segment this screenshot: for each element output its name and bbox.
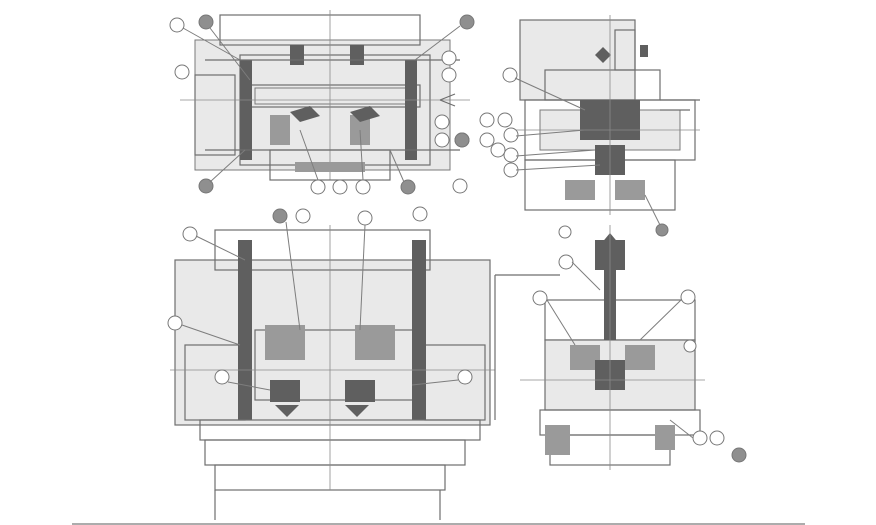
top-left-view: [169, 10, 475, 195]
bottom-left-view: [167, 206, 495, 520]
top-right-view: [454, 15, 700, 237]
bottom-right-view: [494, 225, 747, 470]
